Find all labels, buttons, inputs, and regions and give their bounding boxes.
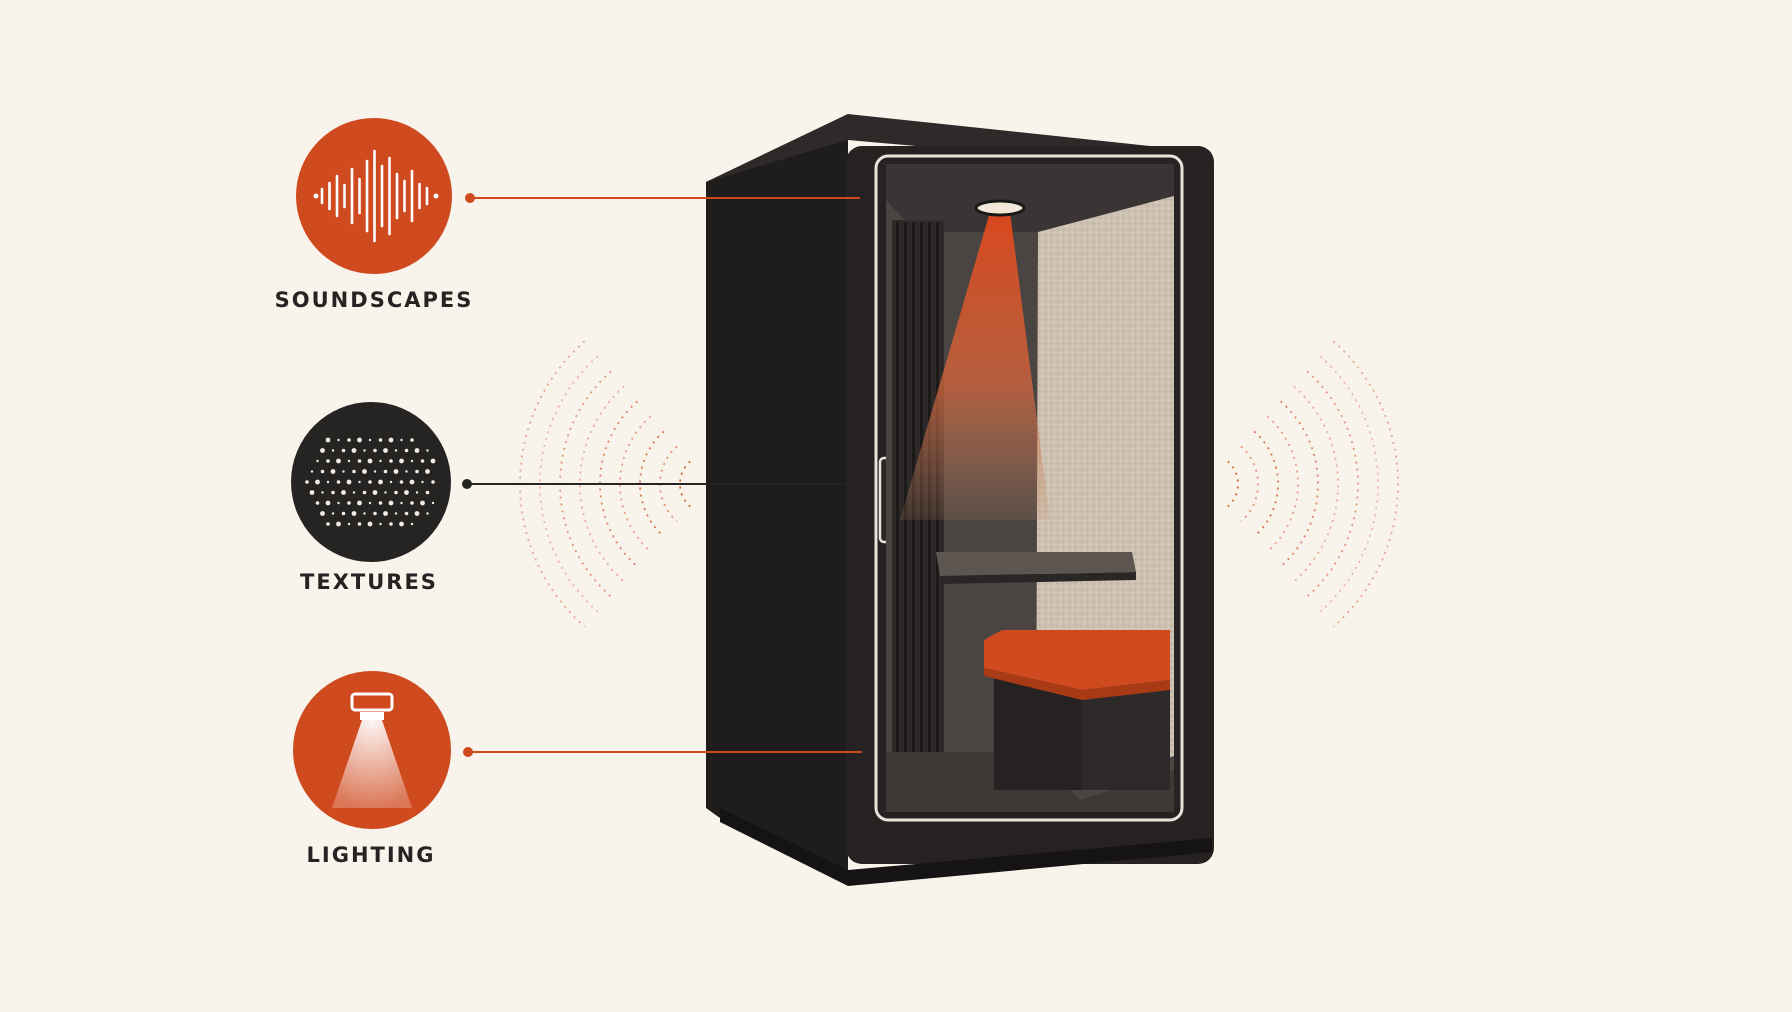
soundwave-icon xyxy=(313,149,439,243)
interior-ceiling xyxy=(886,164,1174,232)
textures-label: TEXTURES xyxy=(300,570,438,594)
ceiling-light xyxy=(974,199,1026,217)
dot-texture-icon xyxy=(305,437,436,527)
ceiling-light-icon xyxy=(332,692,412,808)
soundscapes-badge[interactable] xyxy=(296,118,452,274)
sound-waves-right xyxy=(1227,340,1399,628)
booth-base xyxy=(720,808,1212,886)
desk-shelf-edge xyxy=(940,572,1136,584)
desk-shelf-top xyxy=(936,552,1136,576)
soundscapes-label: SOUNDSCAPES xyxy=(274,288,474,312)
textures-badge[interactable] xyxy=(291,402,451,562)
connector-lines xyxy=(462,193,862,757)
acoustic-booth xyxy=(706,114,1214,886)
lighting-badge[interactable] xyxy=(293,671,451,829)
lighting-label: LIGHTING xyxy=(306,843,436,867)
bench-cushion xyxy=(984,630,1170,690)
light-beam xyxy=(900,212,1050,520)
booth-side-panel xyxy=(706,114,848,878)
glass-door-outline xyxy=(874,154,1184,822)
